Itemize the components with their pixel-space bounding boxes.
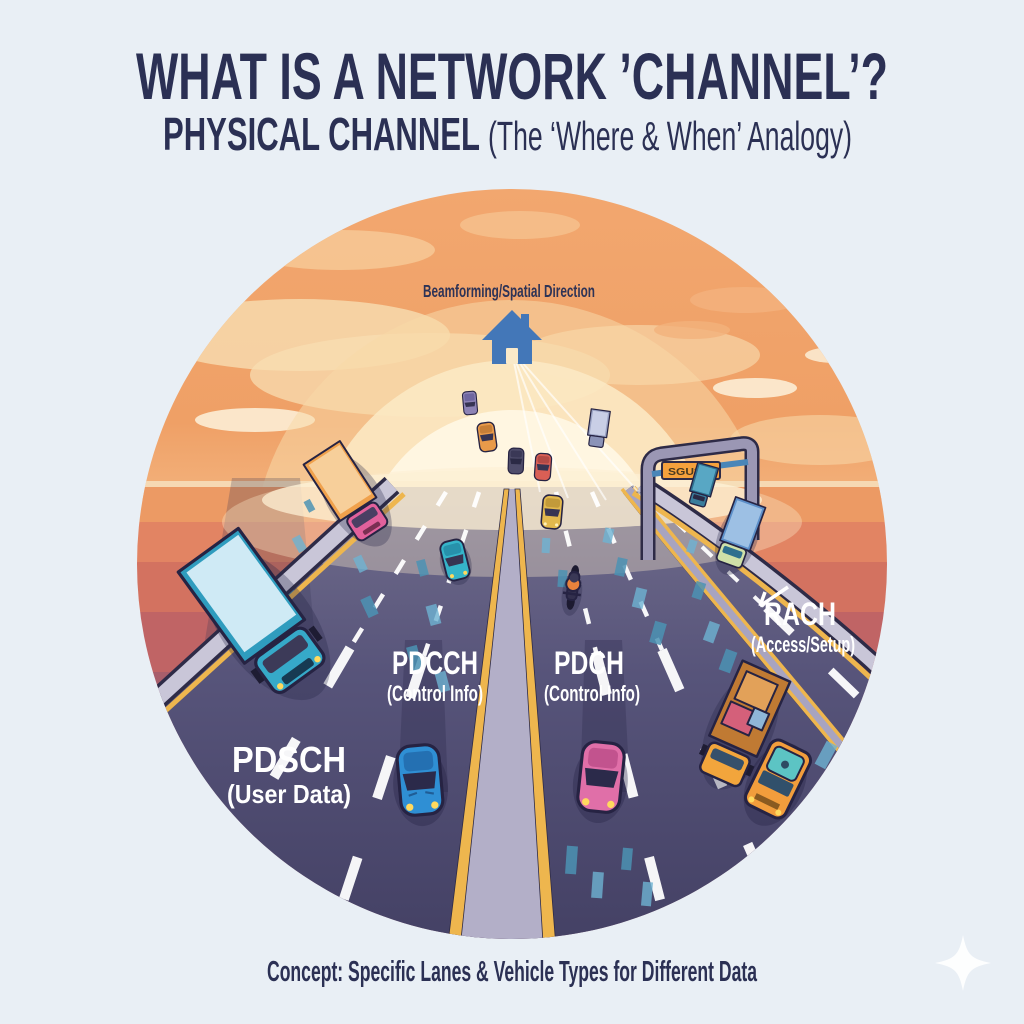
vehicle-truck-dark-teal — [688, 461, 720, 508]
page-title: WHAT IS A NETWORK ’CHANNEL’? — [136, 39, 888, 113]
header: WHAT IS A NETWORK ’CHANNEL’? PHYSICAL CH… — [136, 39, 888, 160]
vehicle-flatbed-truck-orange — [698, 659, 792, 790]
house-icon — [482, 310, 542, 364]
label-pdcch-desc: (Control Info) — [387, 681, 483, 706]
label-rach-desc: (Access/Setup) — [751, 632, 855, 657]
channel-labels: PDSCH (User Data) PDCCH (Control Info) P… — [227, 585, 855, 809]
vehicles — [176, 390, 813, 827]
vehicle-sedan-teal — [439, 538, 472, 585]
vehicle-motorcycle — [561, 565, 583, 616]
vehicle-van-purple — [461, 390, 479, 416]
label-pdcch: PDCCH — [392, 645, 478, 681]
vehicle-truck-green-cab — [714, 496, 767, 575]
vehicle-car-red — [533, 452, 553, 482]
rach-arrow-icon — [758, 585, 789, 608]
vehicle-car-yellow — [540, 494, 564, 530]
gantry-sign-text: SGU300 — [668, 467, 715, 478]
label-pdsch-desc: (User Data) — [227, 779, 351, 809]
right-barrier — [631, 476, 887, 753]
subtitle-paren: (The ‘Where & When’ Analogy) — [488, 113, 852, 159]
vehicle-truck-pink-orange — [302, 440, 392, 547]
vehicle-truck-horizon — [587, 408, 611, 448]
median-divider — [437, 488, 563, 939]
vehicle-sports-car-blue — [393, 743, 448, 827]
beamforming-label: Beamforming/Spatial Direction — [423, 281, 595, 301]
scene-circle: SGU300 — [137, 189, 887, 939]
vehicle-semi-truck-teal — [176, 526, 331, 701]
subtitle-bold: PHYSICAL CHANNEL — [163, 108, 480, 160]
label-pdch: PDCH — [554, 645, 624, 681]
label-pdch-desc: (Control Info) — [544, 681, 640, 706]
sparkle-icon — [935, 935, 991, 991]
vehicle-car-orange — [476, 421, 498, 453]
label-pdsch: PDSCH — [232, 739, 346, 780]
vehicle-van-orange — [743, 738, 813, 826]
rach-divider — [620, 484, 870, 777]
vehicle-car-dark — [507, 447, 525, 475]
footer-concept: Concept: Specific Lanes & Vehicle Types … — [267, 956, 758, 988]
gantry: SGU300 — [640, 436, 760, 560]
label-rach: RACH — [764, 596, 836, 632]
vehicle-sports-car-pink — [572, 740, 628, 824]
